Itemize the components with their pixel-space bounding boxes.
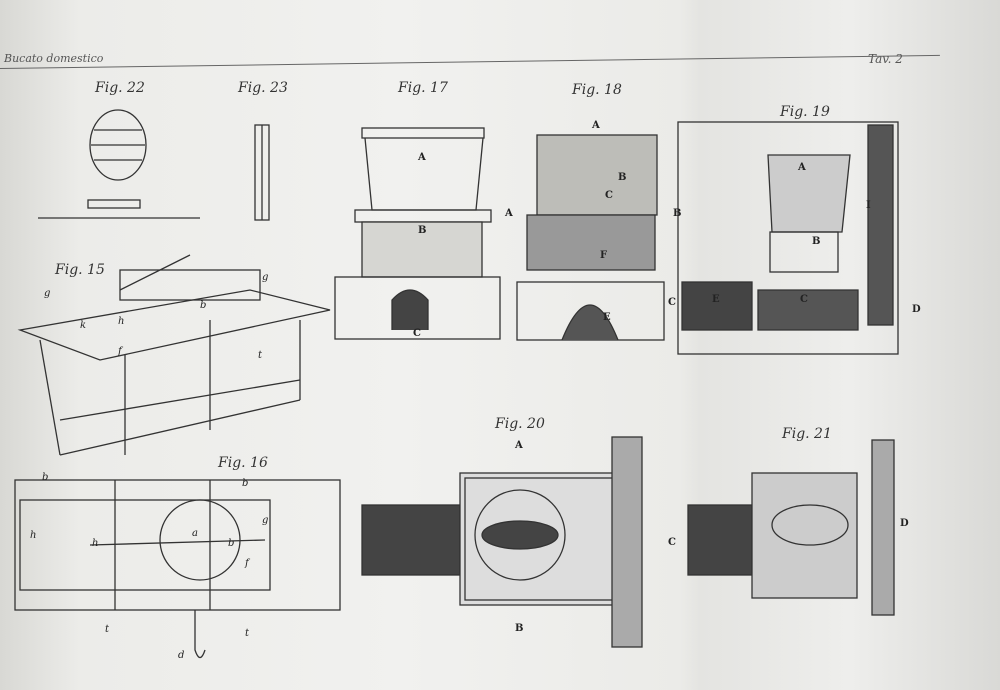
fig19-drawing: [677, 121, 899, 355]
letter: F: [600, 250, 608, 261]
letter: E: [603, 312, 611, 323]
letter: h: [92, 538, 99, 549]
letter: g: [262, 272, 269, 283]
fig20-label: Fig. 20: [495, 416, 545, 432]
fig18-label: Fig. 18: [572, 82, 622, 98]
fig21-drawing: [687, 439, 895, 616]
letter: A: [798, 162, 806, 173]
letter: B: [812, 236, 821, 247]
fig15-drawing: [17, 254, 331, 456]
letter: f: [245, 558, 249, 569]
letter: b: [42, 472, 49, 483]
letter: A: [505, 208, 513, 219]
letter: C: [668, 537, 676, 548]
letter: B: [673, 208, 682, 219]
letter: E: [712, 294, 720, 305]
letter: C: [605, 190, 613, 201]
fig16-drawing: [14, 479, 341, 659]
fig22-drawing: [38, 109, 200, 219]
letter: t: [258, 350, 263, 361]
letter: h: [118, 316, 125, 327]
fig16-label: Fig. 16: [218, 455, 268, 471]
letter: B: [418, 225, 427, 236]
letter: B: [618, 172, 627, 183]
letter: A: [418, 152, 426, 163]
letter: I: [866, 200, 871, 211]
letter: t: [105, 624, 110, 635]
letter: C: [800, 294, 808, 305]
letter: g: [44, 288, 51, 299]
letter: A: [515, 440, 523, 451]
fig23-label: Fig. 23: [238, 80, 288, 96]
fig17-drawing: [334, 127, 501, 340]
fig19-label: Fig. 19: [780, 104, 830, 120]
fig20-drawing: [361, 436, 643, 648]
fig17-label: Fig. 17: [398, 80, 448, 96]
fig22-label: Fig. 22: [95, 80, 145, 96]
letter: f: [118, 346, 122, 357]
letter: k: [80, 320, 87, 331]
letter: h: [30, 530, 37, 541]
letter: a: [192, 528, 198, 539]
fig15-label: Fig. 15: [55, 262, 105, 278]
letter: D: [900, 518, 909, 529]
letter: d: [178, 650, 185, 661]
letter: b: [228, 538, 235, 549]
letter: A: [592, 120, 600, 131]
letter: g: [262, 515, 269, 526]
fig18-drawing: [516, 134, 665, 341]
letter: b: [200, 300, 207, 311]
letter: t: [245, 628, 250, 639]
letter: C: [668, 297, 676, 308]
fig21-label: Fig. 21: [782, 426, 832, 442]
letter: b: [242, 478, 249, 489]
letter: C: [413, 328, 421, 339]
fig23-drawing: [254, 124, 270, 221]
running-title: Bucato domestico: [4, 52, 104, 65]
letter: B: [515, 623, 524, 634]
letter: D: [912, 304, 921, 315]
